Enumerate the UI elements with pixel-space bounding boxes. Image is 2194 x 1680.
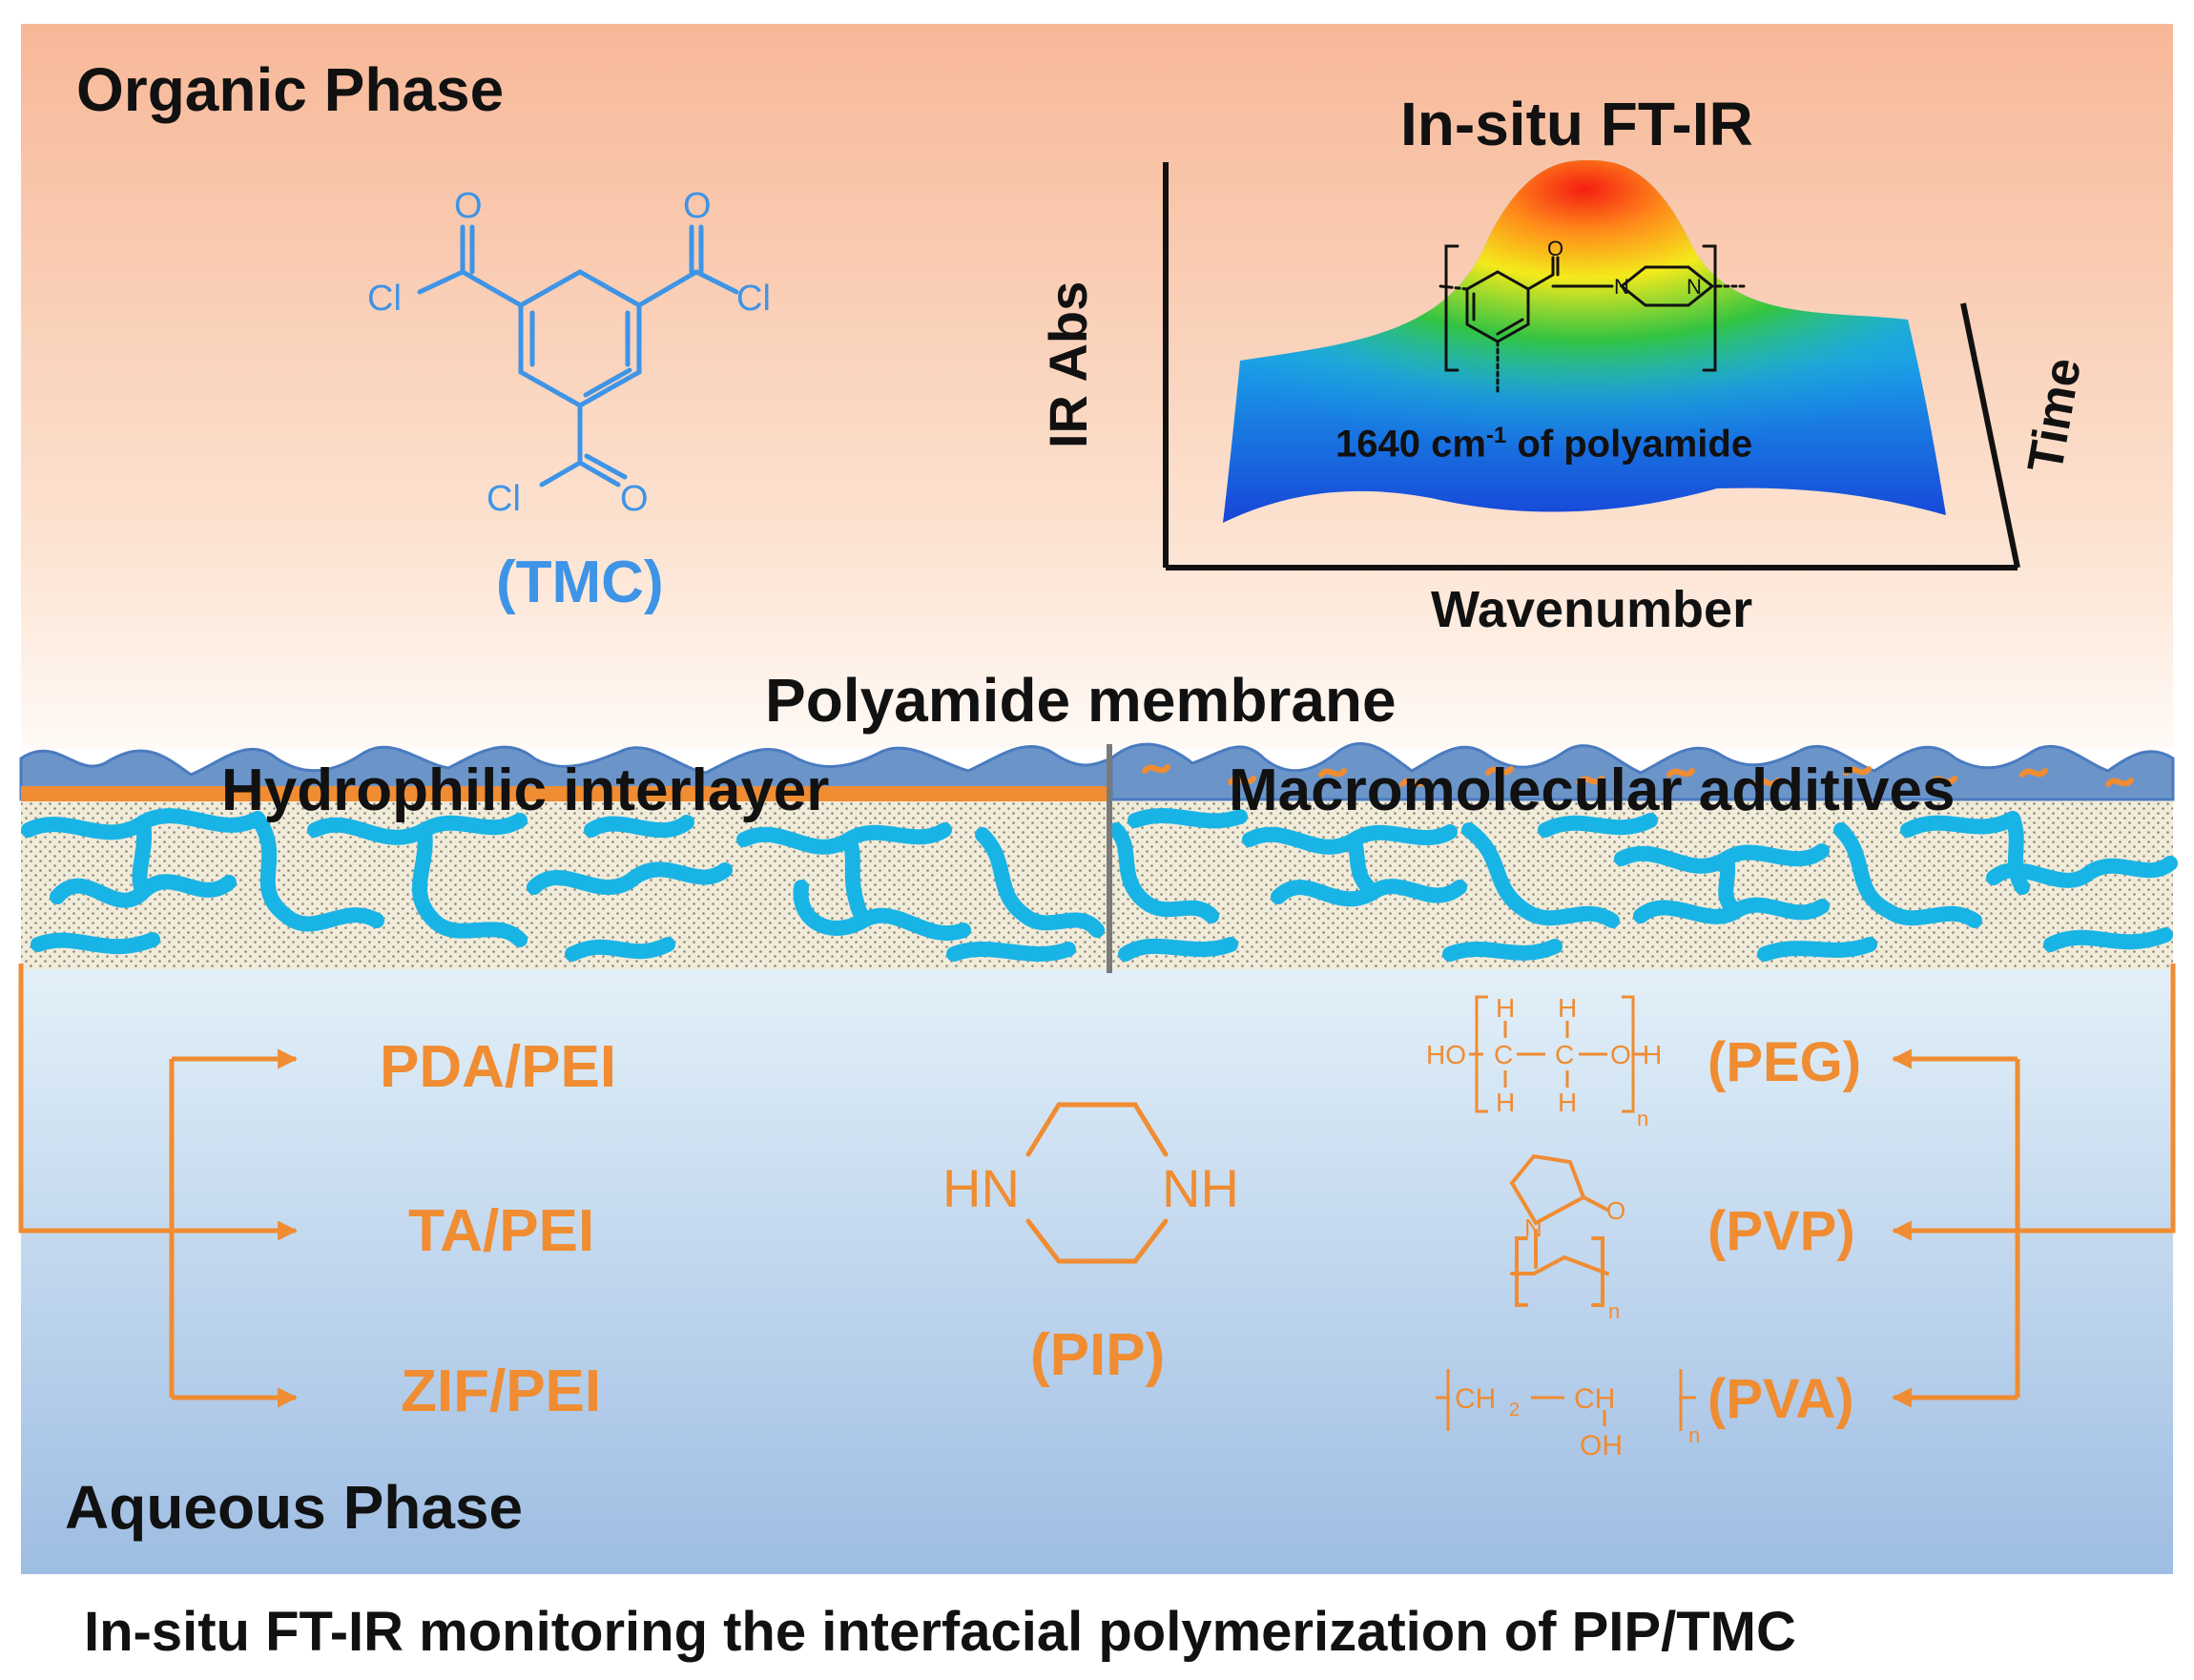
interlayer-label: Hydrophilic interlayer [221, 757, 830, 823]
membrane-divider [1107, 744, 1112, 973]
pva-atom-oh: OH [1580, 1430, 1623, 1462]
additive-squiggles [1142, 764, 2134, 787]
pva-structure [1436, 1369, 1696, 1431]
peg-atom-c2: C [1555, 1040, 1574, 1069]
interlayer-connectors [18, 964, 299, 1408]
pip-label: (PIP) [1030, 1322, 1166, 1388]
ftir-y-axis-label: IR Abs [1038, 280, 1098, 448]
tmc-atom-o2: O [683, 186, 712, 226]
pvp-structure [1509, 1153, 1609, 1307]
ftir-peak-label: 1640 cm-1 of polyamide [1335, 423, 1753, 466]
hydrophilic-interlayer-bar [21, 786, 1111, 801]
figure-caption: In-situ FT-IR monitoring the interfacial… [84, 1601, 1796, 1663]
tmc-label: (TMC) [496, 550, 664, 615]
peg-atom-h1: H [1496, 993, 1515, 1023]
membrane-title: Polyamide membrane [765, 666, 1397, 735]
peg-atom-o: O [1610, 1040, 1631, 1069]
peg-atom-h3: H [1496, 1088, 1515, 1117]
polyamide-atom-n2: N [1687, 275, 1702, 299]
tmc-atom-cl1: Cl [367, 279, 402, 319]
polyamide-structure [1439, 244, 1746, 393]
ftir-peak-label-sup: -1 [1485, 423, 1507, 448]
aqueous-phase-background [21, 964, 2173, 1574]
pvp-atoms: N O n [1524, 1196, 1625, 1323]
polyamide-atoms: O N N [1547, 237, 1702, 299]
pvp-atom-sub-n: n [1608, 1299, 1620, 1323]
interlayer-option-ta-pei: TA/PEI [408, 1198, 595, 1264]
pvp-atom-n: N [1524, 1213, 1542, 1242]
pva-atoms: CH 2 CH OH n [1455, 1383, 1700, 1462]
tmc-atoms: O O Cl Cl Cl O [367, 186, 771, 519]
interlayer-option-zif-pei: ZIF/PEI [401, 1359, 602, 1424]
peg-atoms: HO C C O H H H H H n [1426, 993, 1662, 1130]
additive-pvp-label: (PVP) [1708, 1200, 1855, 1262]
peg-atom-n: n [1637, 1107, 1648, 1130]
pva-atom-sub2: 2 [1509, 1400, 1520, 1421]
pip-structure [1025, 1102, 1169, 1264]
peg-atom-c1: C [1494, 1040, 1513, 1069]
polyamide-atom-n1: N [1614, 275, 1629, 299]
ftir-peak-label-main: 1640 cm [1335, 423, 1486, 466]
ftir-peak-label-tail: of polyamide [1506, 423, 1753, 466]
peg-atom-h4: H [1558, 1088, 1577, 1117]
additive-connectors [1891, 964, 2176, 1408]
additive-pva-label: (PVA) [1708, 1368, 1854, 1430]
polyamide-selective-layer-right [1109, 742, 2175, 801]
ftir-axes [1163, 162, 2020, 570]
pva-atom-ch: CH [1574, 1383, 1615, 1415]
pva-atom-ch2: CH [1455, 1383, 1496, 1415]
tmc-atom-o3: O [620, 479, 649, 519]
tmc-atom-o1: O [454, 186, 483, 226]
peg-atom-h-tail: H [1643, 1040, 1662, 1069]
additive-peg-label: (PEG) [1708, 1031, 1862, 1093]
ftir-x-axis-label: Wavenumber [1431, 581, 1753, 638]
tmc-atom-cl2: Cl [736, 279, 771, 319]
pva-atom-sub-n: n [1688, 1423, 1700, 1447]
interlayer-option-pda-pei: PDA/PEI [380, 1034, 617, 1100]
peg-structure [1469, 995, 1646, 1113]
tmc-atom-cl3: Cl [486, 479, 521, 519]
ftir-title: In-situ FT-IR [1400, 90, 1753, 158]
polyamide-atom-o: O [1547, 237, 1563, 260]
aqueous-phase-label: Aqueous Phase [65, 1473, 524, 1542]
tmc-structure [417, 224, 739, 487]
peg-atom-ho: HO [1426, 1040, 1466, 1069]
substrate-pore-network [21, 808, 2178, 962]
pvp-atom-o: O [1606, 1196, 1625, 1225]
pip-atom-hn: HN [942, 1158, 1020, 1218]
organic-phase-label: Organic Phase [76, 55, 505, 124]
ftir-surface-peak [1223, 160, 1946, 523]
peg-atom-h2: H [1558, 993, 1577, 1023]
pip-atom-nh: NH [1162, 1158, 1239, 1218]
additives-label: Macromolecular additives [1229, 757, 1956, 823]
